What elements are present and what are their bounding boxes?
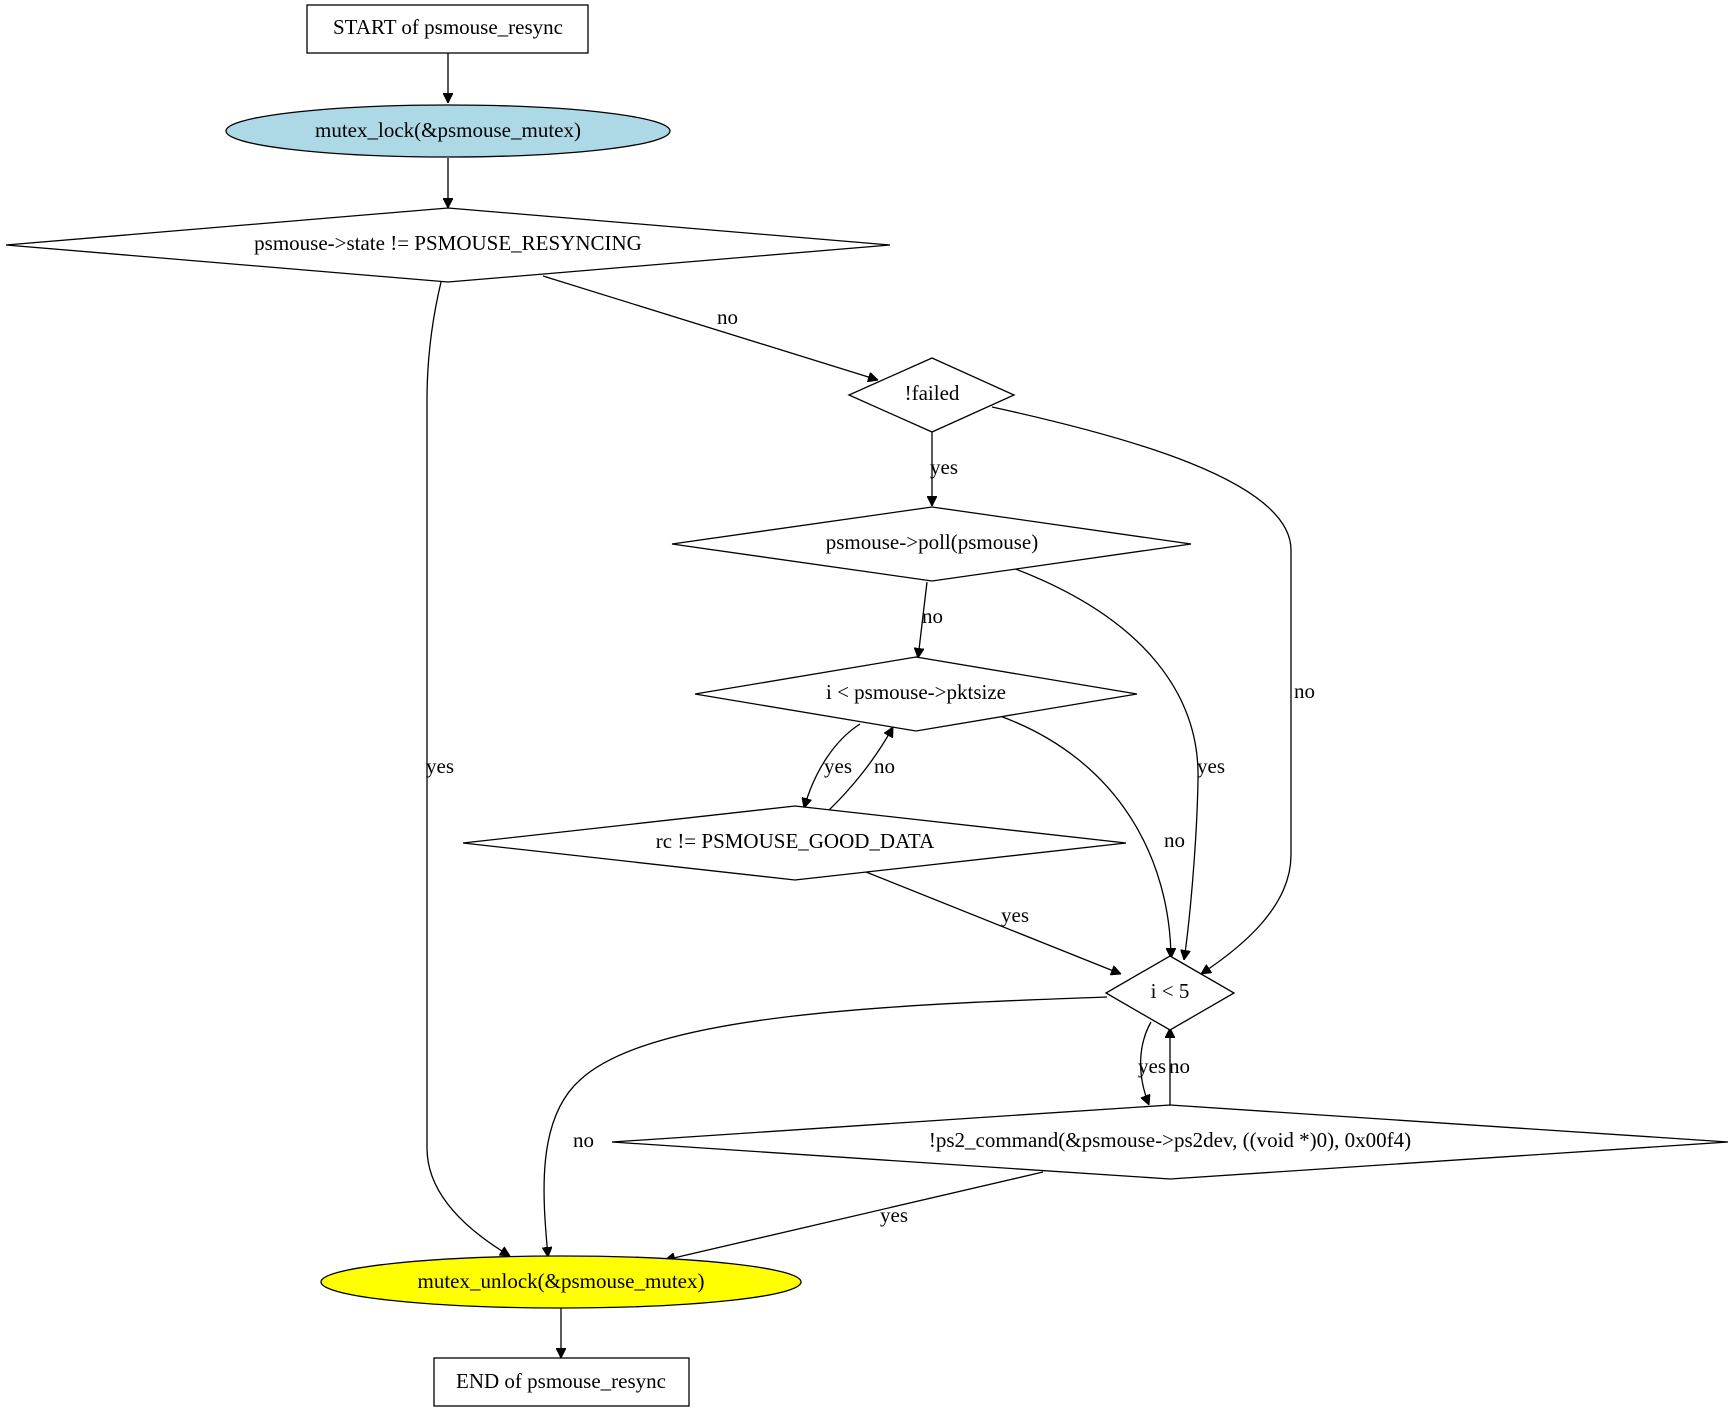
edge-label-rc-no: no [874,754,895,778]
node-end[interactable]: END of psmouse_resync [433,1357,690,1407]
node-mutex-unlock-label: mutex_unlock(&psmouse_mutex) [418,1269,705,1293]
edge-label-ps2-yes: yes [880,1203,908,1227]
edge-pktsize-yes-to-rc [804,723,861,808]
node-start[interactable]: START of psmouse_resync [306,4,589,54]
edge-label-failed-yes: yes [930,455,958,479]
edge-rc-yes-to-i5 [865,871,1121,974]
edge-label-pktsize-no: no [1164,828,1185,852]
edge-failed-no-to-i5 [991,406,1292,974]
edge-label-failed-no: no [1294,679,1315,703]
edge-label-state-no: no [717,305,738,329]
node-cond-state[interactable]: psmouse->state != PSMOUSE_RESYNCING [5,207,891,283]
node-cond-i5-label: i < 5 [1151,979,1190,1003]
edge-label-pktsize-yes: yes [824,754,852,778]
edge-ps2-yes-to-unlock [665,1171,1044,1260]
node-cond-failed-label: !failed [905,381,960,405]
node-cond-pktsize[interactable]: i < psmouse->pktsize [694,656,1138,732]
edge-state-no-to-failed [542,275,878,380]
edges [426,53,1292,1358]
node-cond-ps2[interactable]: !ps2_command(&psmouse->ps2dev, ((void *)… [611,1104,1729,1180]
edge-state-yes-to-unlock [426,281,510,1256]
edge-label-poll-yes: yes [1197,754,1225,778]
node-cond-poll-label: psmouse->poll(psmouse) [826,530,1039,554]
node-end-label: END of psmouse_resync [456,1369,666,1393]
edge-poll-yes-to-i5 [1012,567,1199,960]
node-cond-rc[interactable]: rc != PSMOUSE_GOOD_DATA [462,805,1127,881]
edge-i5-yes-to-ps2 [1139,1021,1152,1105]
edge-label-state-yes: yes [426,754,454,778]
node-cond-ps2-label: !ps2_command(&psmouse->ps2dev, ((void *)… [929,1128,1411,1152]
node-cond-i5[interactable]: i < 5 [1104,955,1236,1031]
edge-label-i5-no: no [573,1128,594,1152]
edge-label-poll-no: no [922,604,943,628]
edge-pktsize-no-to-i5 [999,715,1171,958]
node-cond-rc-label: rc != PSMOUSE_GOOD_DATA [656,829,935,853]
edge-label-rc-yes: yes [1001,903,1029,927]
edge-label-i5-yes: yes [1138,1054,1166,1078]
edge-i5-no-to-unlock [544,996,1108,1257]
node-mutex-lock[interactable]: mutex_lock(&psmouse_mutex) [225,104,671,158]
node-cond-pktsize-label: i < psmouse->pktsize [826,680,1006,704]
edge-rc-no-to-pktsize [827,727,894,812]
node-mutex-unlock[interactable]: mutex_unlock(&psmouse_mutex) [320,1255,802,1309]
node-cond-state-label: psmouse->state != PSMOUSE_RESYNCING [254,231,642,255]
node-mutex-lock-label: mutex_lock(&psmouse_mutex) [315,118,581,142]
edge-label-ps2-no: no [1169,1054,1190,1078]
node-start-label: START of psmouse_resync [333,15,563,39]
node-cond-poll[interactable]: psmouse->poll(psmouse) [671,506,1192,582]
edge-labels: yes no yes no no yes yes no no yes yes n… [426,305,1315,1227]
edge-poll-no-to-pktsize [918,581,928,658]
node-cond-failed[interactable]: !failed [847,357,1016,433]
